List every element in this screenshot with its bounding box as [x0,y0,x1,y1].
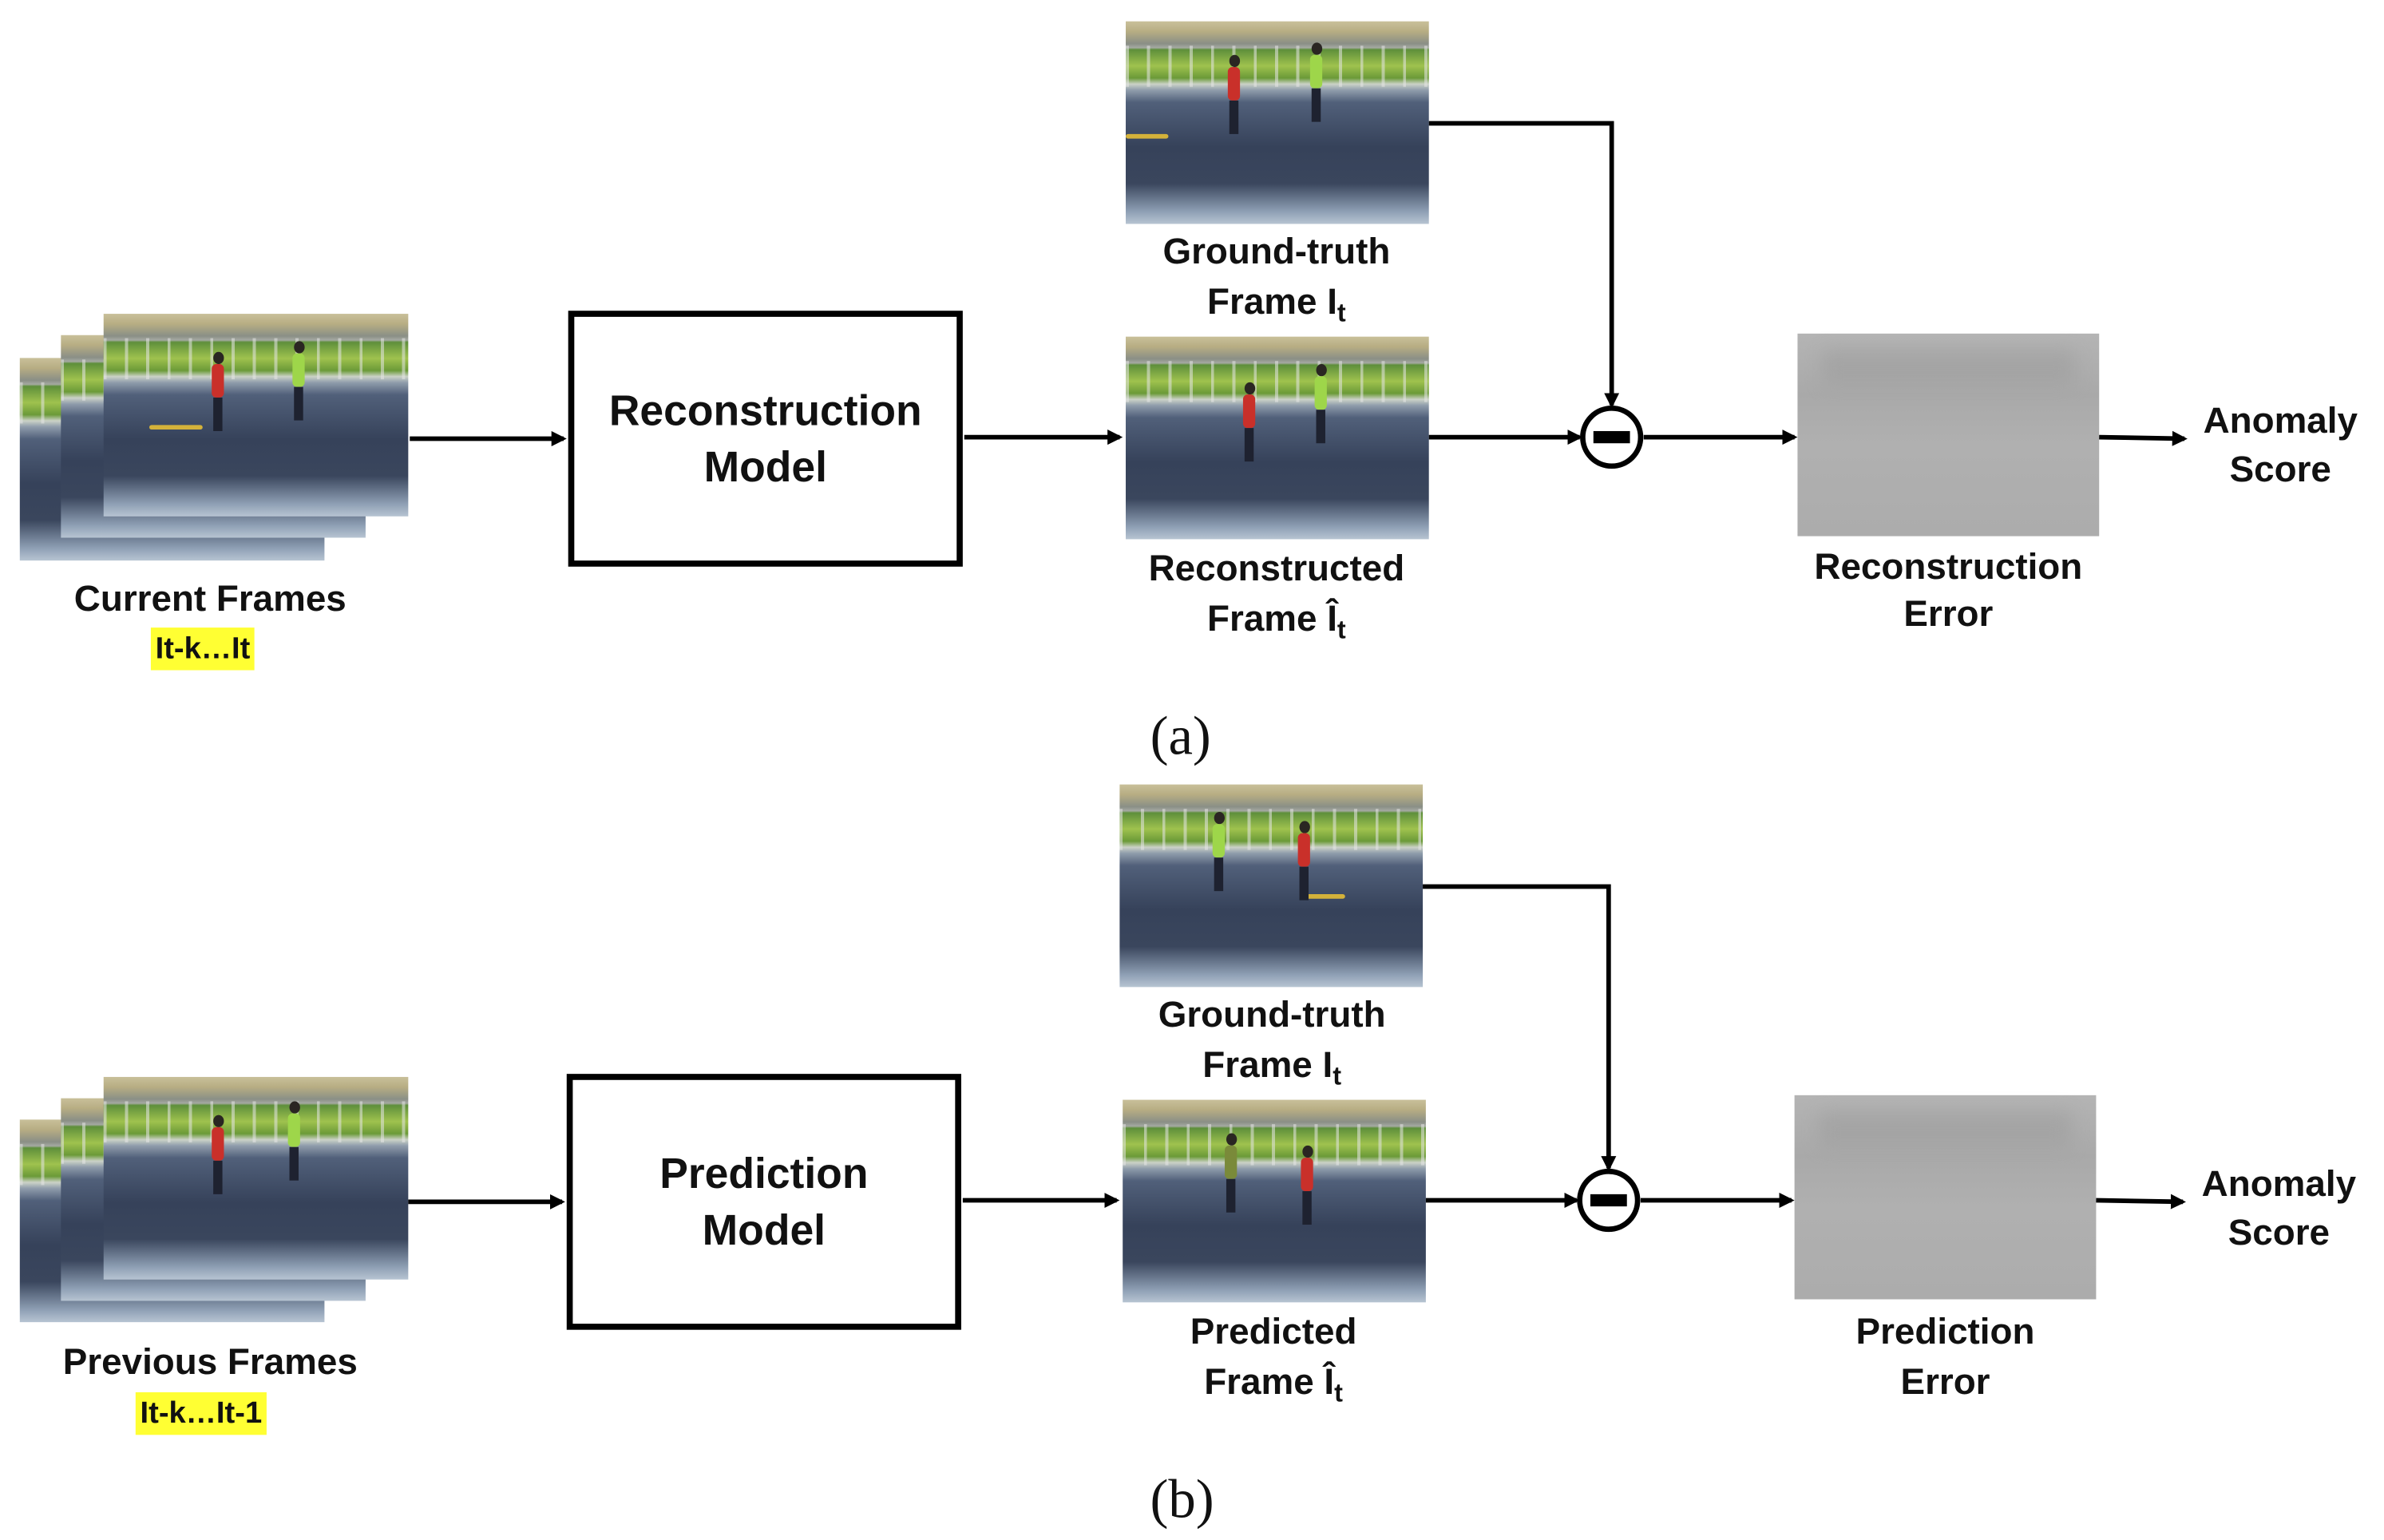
reconstructed-label-line1: Reconstructed [1148,548,1405,590]
predicted-label-line1: Predicted [1190,1311,1357,1353]
ground-truth-frame [1119,784,1424,988]
anomaly-score-label-line2: Score [2229,449,2331,491]
model-label-line1: Reconstruction [608,386,922,434]
model-label-line1: Prediction [659,1150,869,1198]
arrow-error-to-score [2096,1194,2186,1209]
prediction-error-map [1794,1095,2097,1300]
predicted-label-line2: Frame Ît [1204,1361,1343,1407]
arrow-ground-truth-to-subtract [1428,121,1620,409]
input-frames-index-range: It-k…It [150,627,255,671]
minus-circle-icon [1580,406,1644,469]
reconstruction-error-label-line2: Error [1903,594,1994,635]
previous-frames-label: Previous Frames [62,1341,358,1384]
anomaly-score-label-line2: Score [2228,1212,2330,1254]
input-frames-label: Current Frames [73,579,347,620]
prediction-error-label-line2: Error [1900,1361,1990,1403]
ground-truth-label-line2: Frame It [1202,1044,1342,1091]
minus-circle-icon [1577,1168,1641,1233]
panel-b-caption: (b) [1150,1468,1214,1530]
ground-truth-frame [1126,21,1429,224]
model-label-line2: Model [703,443,827,491]
panel-a-caption: (a) [1150,705,1211,766]
ground-truth-label-line1: Ground-truth [1158,994,1386,1036]
reconstructed-frame [1126,336,1429,540]
reconstruction-error-label-line1: Reconstruction [1814,546,2083,588]
previous-frames-index-range: It-k…It-1 [135,1392,267,1435]
previous-frame-front [103,1076,409,1280]
anomaly-score-label-line1: Anomaly [2201,1163,2357,1205]
input-frame-current [103,314,409,517]
ground-truth-label-line2: Frame It [1207,281,1346,328]
arrow-error-to-score [2099,430,2188,446]
prediction-error-label-line1: Prediction [1855,1311,2035,1353]
reconstructed-label-line2: Frame Ît [1207,598,1346,645]
reconstruction-model-box: Reconstruction Model [568,311,963,567]
ground-truth-label-line1: Ground-truth [1162,232,1391,273]
anomaly-score-label-line1: Anomaly [2203,400,2358,442]
arrow-ground-truth-to-subtract [1423,884,1617,1172]
prediction-model-box: Prediction Model [566,1074,961,1330]
model-label-line2: Model [702,1206,826,1254]
reconstruction-error-map [1797,333,2100,536]
predicted-frame [1123,1099,1426,1303]
